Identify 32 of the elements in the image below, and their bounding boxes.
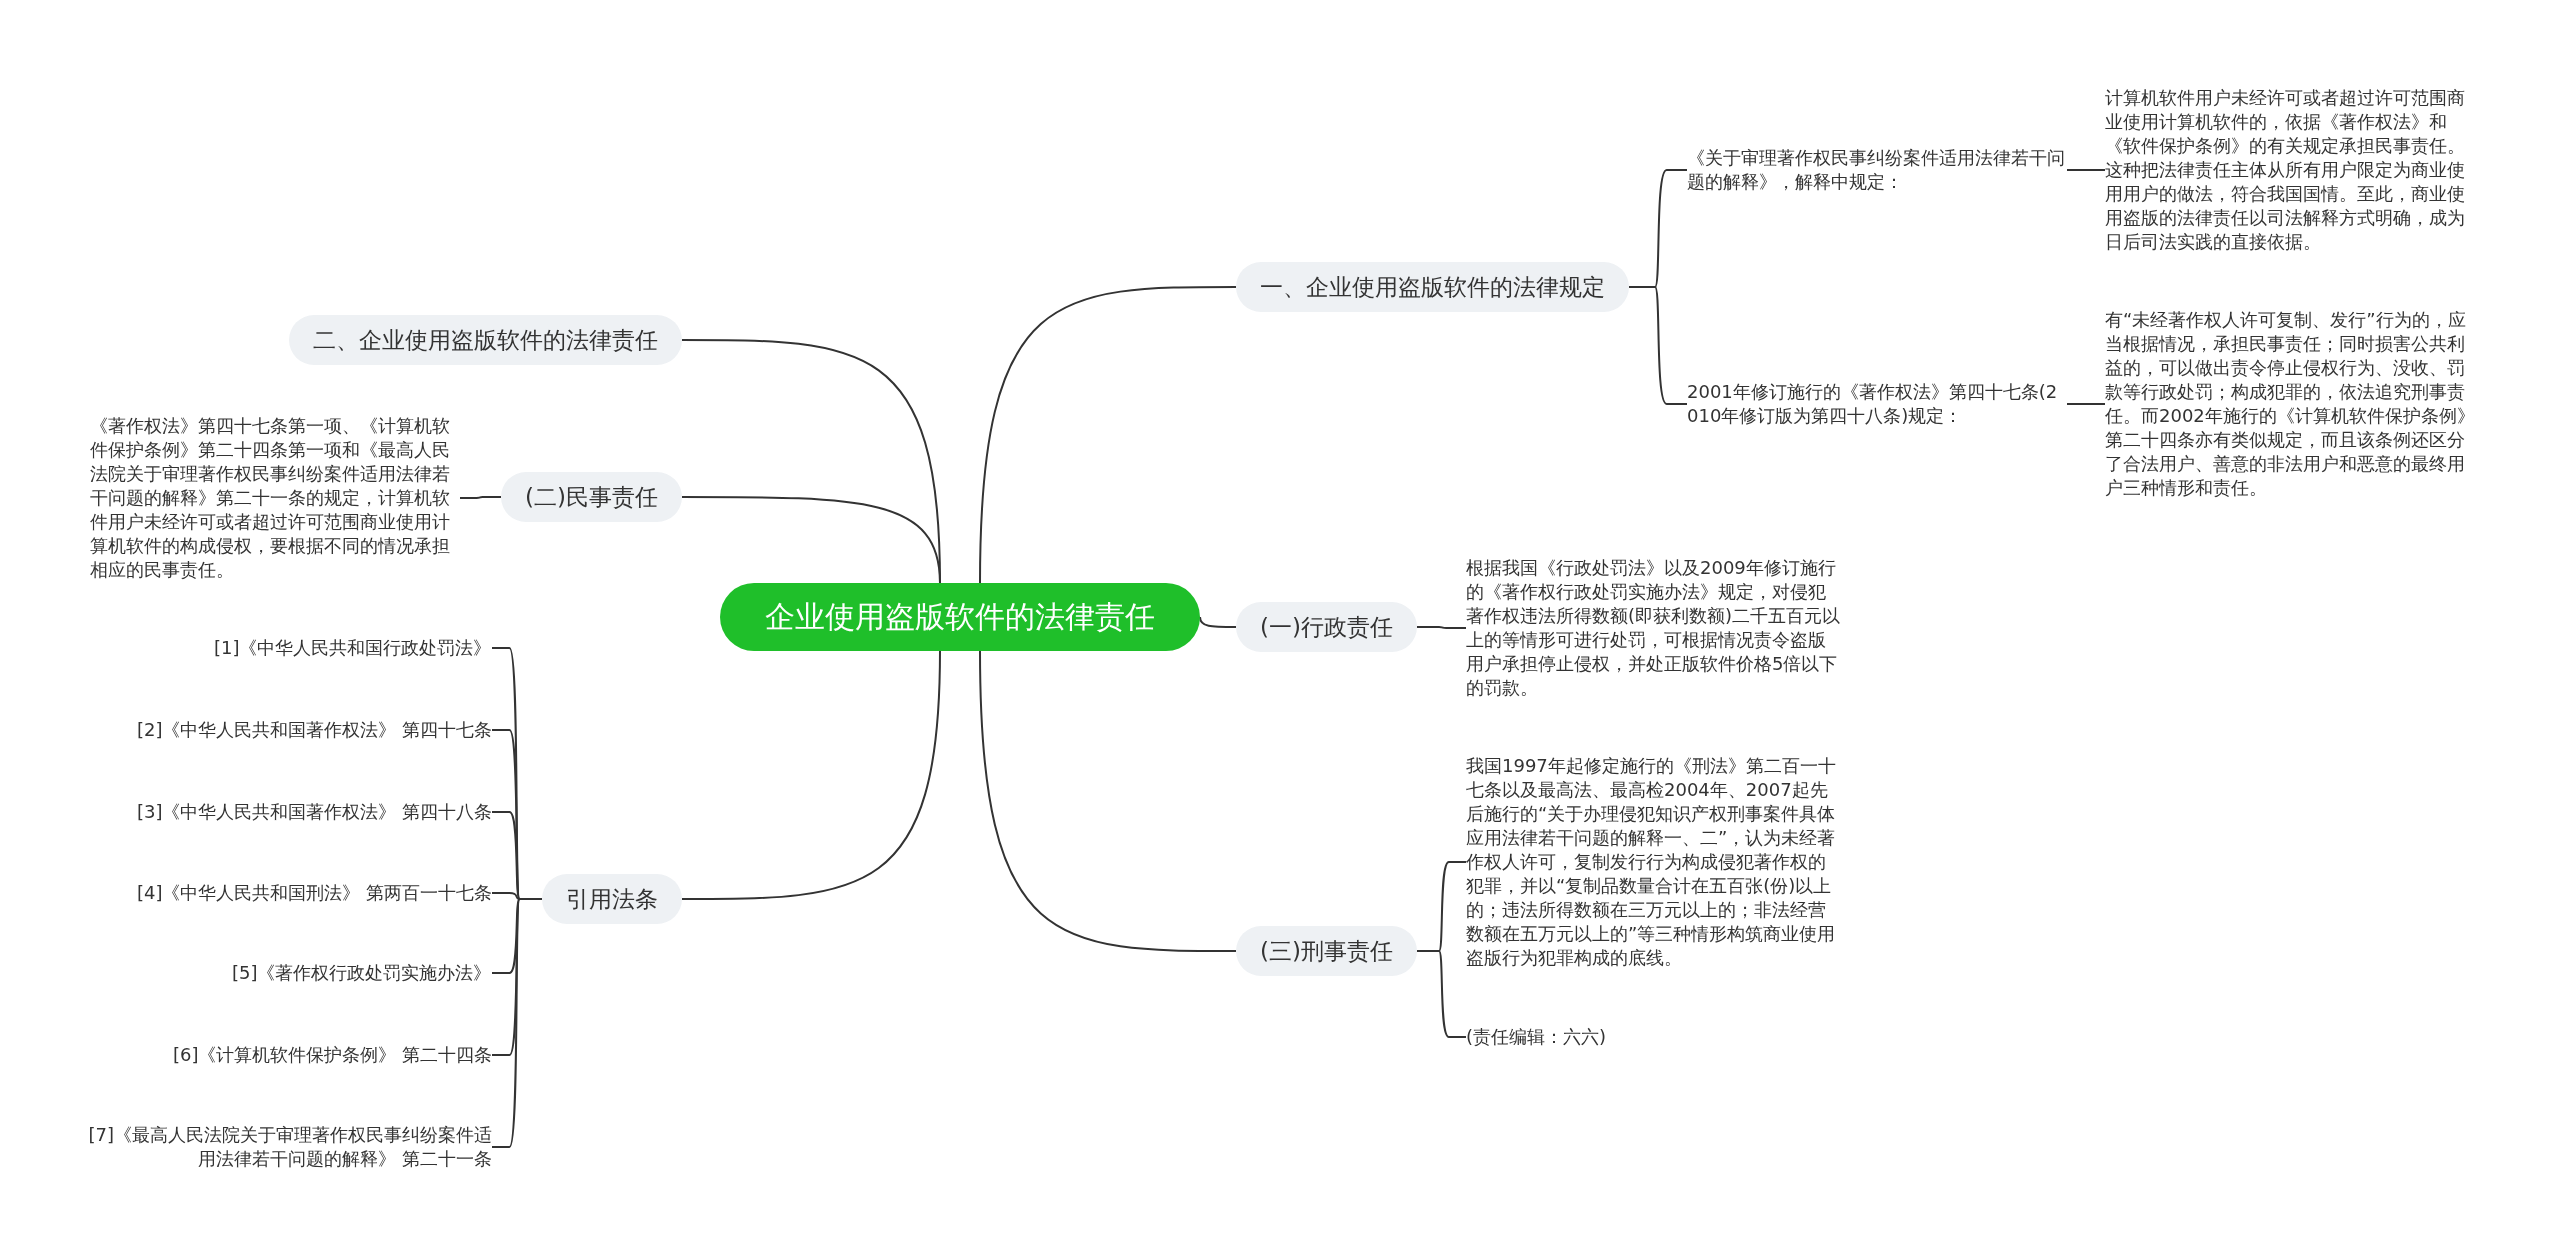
topic-pill: 引用法条 — [542, 874, 682, 924]
topic-pill: (一)行政责任 — [1236, 602, 1417, 652]
note-text: 我国1997年起修定施行的《刑法》第二百一十七条以及最高法、最高检2004年、2007起先后施行的“关于办理侵犯知识产权刑事案件具体应用法律若干问题的解释一、二”，认为未经著作权人许可，复制发行行为构成侵犯著作权的犯罪，并以“复制品数量合计在五百张(份)以上的；违法所得数额在三万元以上的；非法经营数额在五万元以上的”等三种情形构筑商业使用盗版行为犯罪构成的底线。 — [1466, 754, 1842, 970]
connector-line — [979, 286, 1237, 584]
reference-text: [3]《中华人民共和国著作权法》 第四十八条 — [137, 800, 493, 824]
topic-pill: 一、企业使用盗版软件的法律规定 — [1236, 262, 1629, 312]
connector-line — [2066, 403, 2106, 405]
note-text: 有“未经著作权人许可复制、发行”行为的，应当根据情况，承担民事责任；同时损害公共利益的，可以做出责令停止侵权行为、没收、罚款等行政处罚；构成犯罪的，依法追究刑事责任。而2002年施行的《计算机软件保护条例》第二十四条亦有类似规定，而且该条例还区分了合法用户、善意的非法用户和恶意的最终用户三种情形和责任。 — [2105, 308, 2477, 500]
note-text: 根据我国《行政处罚法》以及2009年修订施行的《著作权行政处罚实施办法》规定，对侵犯著作权违法所得数额(即获利数额)二千五百元以上的等情形可进行处罚，可根据情况责令盗版用户承担停止侵权，并处正版软件价格5倍以下的罚款。 — [1466, 556, 1842, 700]
reference-text: [2]《中华人民共和国著作权法》 第四十七条 — [137, 718, 493, 742]
reference-text: [6]《计算机软件保护条例》 第二十四条 — [173, 1043, 493, 1067]
connector-line — [681, 650, 941, 900]
note-text: (责任编辑：六六) — [1466, 1025, 1842, 1049]
reference-text: [7]《最高人民法院关于审理著作权民事纠纷案件适用法律若干问题的解释》 第二十一条 — [72, 1123, 492, 1171]
topic-pill: 二、企业使用盗版软件的法律责任 — [289, 315, 682, 365]
connector-line — [491, 898, 543, 1148]
connector-line — [681, 496, 941, 584]
connector-line — [1416, 626, 1467, 629]
note-text: 《关于审理著作权民事纠纷案件适用法律若干问题的解释》，解释中规定： — [1687, 146, 2067, 194]
reference-text: [4]《中华人民共和国刑法》 第两百一十七条 — [137, 881, 493, 905]
note-text: 2001年修订施行的《著作权法》第四十七条(2010年修订版为第四十八条)规定： — [1687, 380, 2067, 428]
connector-line — [459, 496, 502, 499]
topic-pill: (二)民事责任 — [501, 472, 682, 522]
connector-line — [979, 650, 1237, 952]
note-text: 《著作权法》第四十七条第一项、《计算机软件保护条例》第二十四条第一项和《最高人民法院关于审理著作权民事纠纷案件适用法律若干问题的解释》第二十一条的规定，计算机软件用户未经许可或者超过许可范围商业使用计算机软件的构成侵权，要根据不同的情况承担相应的民事责任。 — [90, 414, 460, 582]
note-text: 计算机软件用户未经许可或者超过许可范围商业使用计算机软件的，依据《著作权法》和《软件保护条例》的有关规定承担民事责任。这种把法律责任主体从所有用户限定为商业使用用户的做法，符合我国国情。至此，商业使用盗版的法律责任以司法解释方式明确，成为日后司法实践的直接依据。 — [2105, 86, 2477, 254]
connector-line — [1199, 616, 1237, 628]
central-topic: 企业使用盗版软件的法律责任 — [720, 583, 1200, 651]
reference-text: [1]《中华人民共和国行政处罚法》 — [214, 636, 492, 660]
topic-pill: (三)刑事责任 — [1236, 926, 1417, 976]
reference-text: [5]《著作权行政处罚实施办法》 — [232, 961, 492, 985]
connector-line — [2066, 169, 2106, 171]
